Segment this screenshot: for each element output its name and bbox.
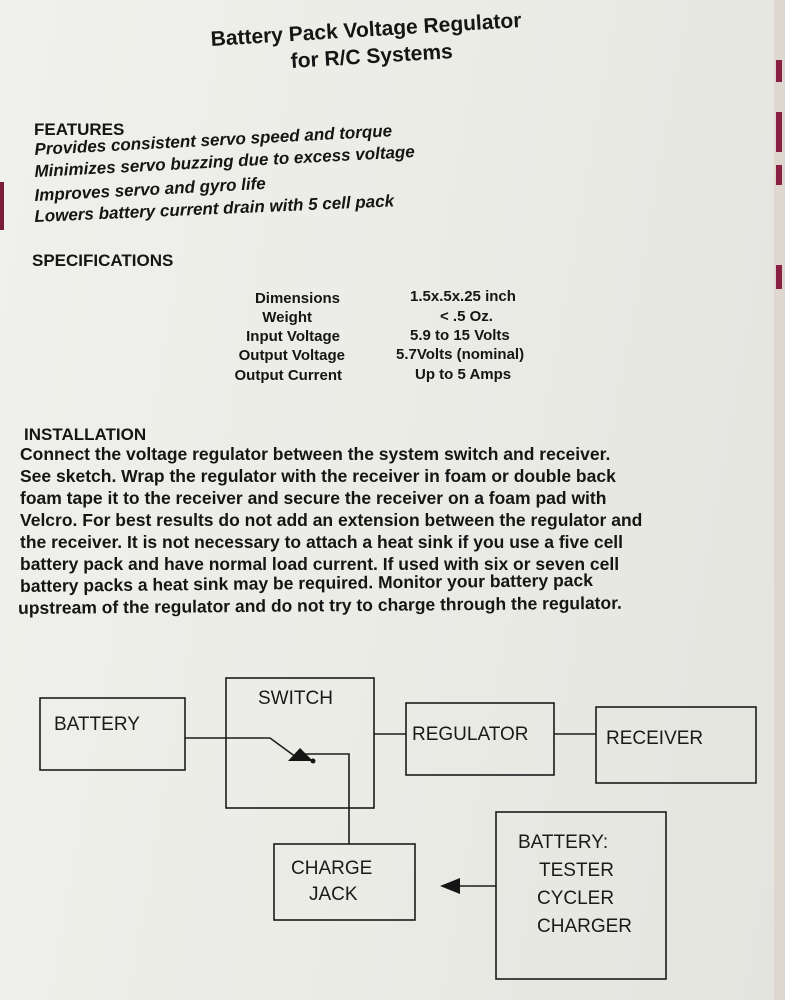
edge-mark xyxy=(776,165,782,185)
installation-line: Velcro. For best results do not add an e… xyxy=(20,510,643,530)
charge-jack-label: JACK xyxy=(309,884,358,905)
receiver-label: RECEIVER xyxy=(606,728,703,749)
charge-jack-label: CHARGE xyxy=(291,858,372,879)
tester-label: BATTERY: xyxy=(518,832,608,853)
tester-label: TESTER xyxy=(539,860,614,881)
charge-jack-box xyxy=(273,843,416,921)
switch-contact-icon xyxy=(288,748,313,761)
installation-line: See sketch. Wrap the regulator with the … xyxy=(20,466,616,486)
background-edge xyxy=(774,0,785,1000)
edge-mark xyxy=(776,112,782,152)
spec-label: Input Voltage xyxy=(246,328,340,345)
spec-value: < .5 Oz. xyxy=(440,308,493,325)
specifications-heading: SPECIFICATIONS xyxy=(32,251,174,270)
spec-value: 5.7Volts (nominal) xyxy=(396,346,525,363)
spec-value: Up to 5 Amps xyxy=(415,366,512,383)
regulator-box xyxy=(405,702,555,776)
spec-label: Output Current xyxy=(234,367,342,384)
arrow-left-icon xyxy=(440,878,460,894)
battery-label: BATTERY xyxy=(54,714,140,735)
switch-pin-icon xyxy=(310,758,316,764)
spec-label: Weight xyxy=(262,309,312,326)
features-heading: FEATURES xyxy=(34,120,125,139)
installation-line: foam tape it to the receiver and secure … xyxy=(20,488,607,508)
tester-label: CHARGER xyxy=(537,916,632,937)
tester-box xyxy=(495,811,667,980)
edge-mark xyxy=(776,60,782,82)
switch-label: SWITCH xyxy=(258,688,333,709)
spec-value: 5.9 to 15 Volts xyxy=(410,327,510,344)
switch-box xyxy=(225,677,375,809)
wire xyxy=(185,737,301,761)
wire xyxy=(300,753,350,844)
receiver-box xyxy=(595,706,757,784)
regulator-label: REGULATOR xyxy=(412,724,529,745)
installation-line: battery pack and have normal load curren… xyxy=(20,554,620,574)
spec-label: Dimensions xyxy=(254,290,340,307)
wiring-diagram: BATTERY SWITCH REGULATOR RECEIVER CHARGE… xyxy=(39,677,757,980)
spec-value: 1.5x.5x.25 inch xyxy=(410,288,516,305)
edge-mark xyxy=(0,182,4,230)
battery-box xyxy=(39,697,186,771)
installation-line: the receiver. It is not necessary to att… xyxy=(20,532,624,552)
installation-heading: INSTALLATION xyxy=(24,425,147,444)
tester-label: CYCLER xyxy=(537,888,614,909)
edge-mark xyxy=(776,265,782,289)
spec-label: Output Voltage xyxy=(238,347,345,364)
installation-line: Connect the voltage regulator between th… xyxy=(20,444,611,464)
